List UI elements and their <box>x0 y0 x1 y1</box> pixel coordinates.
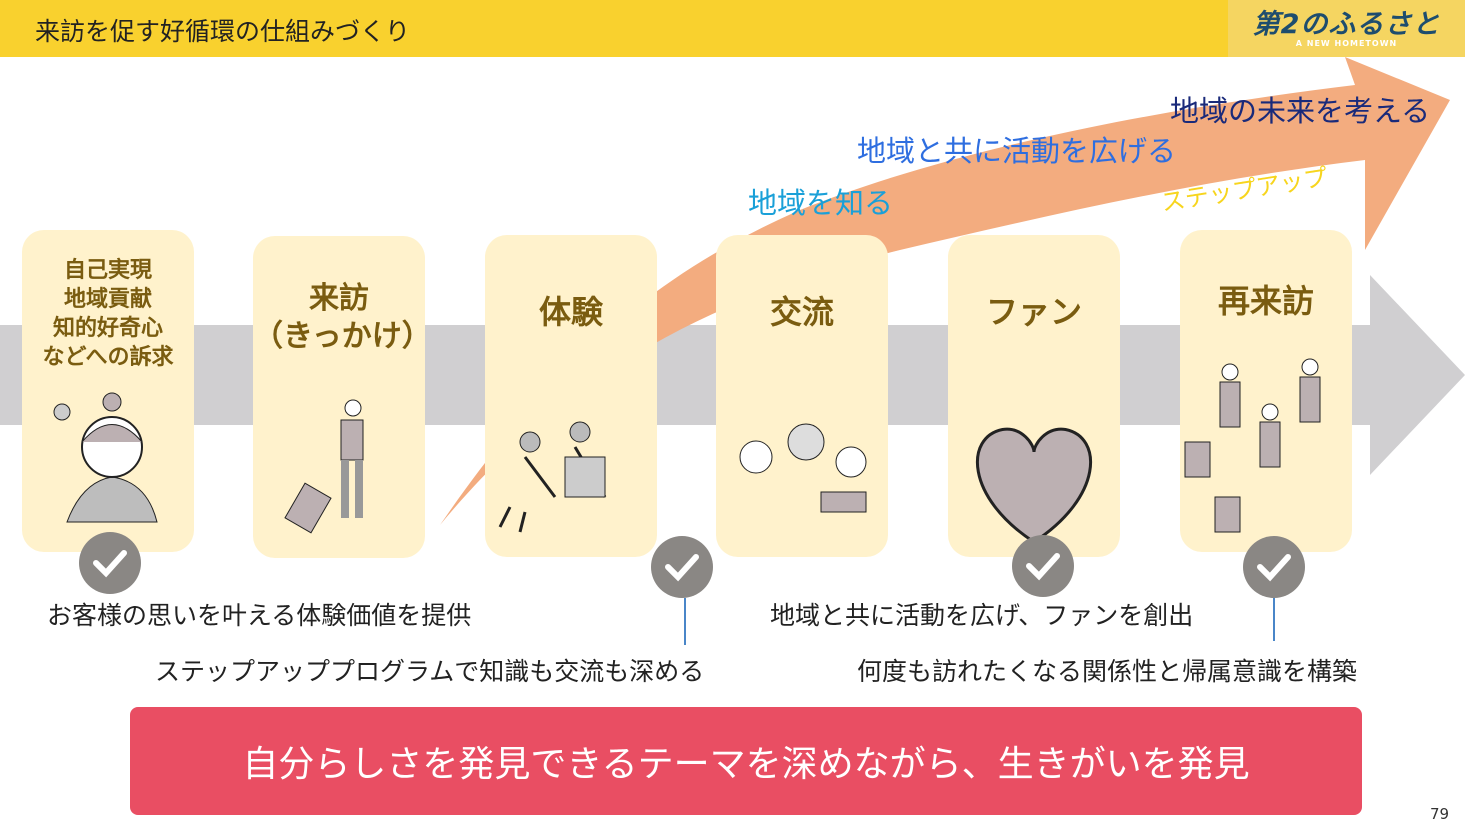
caption-stepup-program: ステップアッププログラムで知識も交流も深める <box>155 657 705 686</box>
logo: 第2のふるさと A NEW HOMETOWN <box>1228 0 1465 57</box>
caption-experience-value: お客様の思いを叶える体験価値を提供 <box>47 601 472 630</box>
check-icon <box>79 532 141 594</box>
logo-text: 第2のふるさと <box>1252 9 1441 40</box>
travelers-group-icon <box>1184 358 1321 533</box>
slide-title: 来訪を促す好循環の仕組みづくり <box>35 17 411 46</box>
summary-banner: 自分らしさを発見できるテーマを深めながら、生きがいを発見 <box>130 707 1362 815</box>
connector-line <box>1273 598 1275 641</box>
logo-subtext: A NEW HOMETOWN <box>1295 39 1398 48</box>
card-label: 体験 <box>538 293 603 331</box>
caption-create-fans: 地域と共に活動を広げ、ファンを創出 <box>770 601 1194 630</box>
card-label: 来訪 （きっかけ） <box>253 281 432 354</box>
heart-icon <box>975 427 1093 544</box>
woman-idea-icon <box>53 392 158 523</box>
card-self-realization: 自己実現 地域貢献 知的好奇心 などへの訴求 <box>22 230 194 552</box>
card-exchange: 交流 <box>716 235 888 557</box>
card-experience: 体験 <box>485 235 657 557</box>
card-label: 自己実現 地域貢献 知的好奇心 などへの訴求 <box>42 258 174 370</box>
connector-line <box>684 598 686 645</box>
traveler-icon <box>284 399 364 534</box>
card-label: ファン <box>985 293 1082 331</box>
card-label: 交流 <box>769 293 834 331</box>
caption-belonging: 何度も訪れたくなる関係性と帰属意識を構築 <box>857 657 1358 686</box>
orange-stepup-arrow <box>440 57 1450 525</box>
card-label: 再来訪 <box>1217 282 1314 320</box>
step-label-know: 地域を知る <box>748 186 894 220</box>
check-icon <box>1012 535 1074 597</box>
step-label-expand: 地域と共に活動を広げる <box>857 134 1177 168</box>
page-number: 79 <box>1430 805 1450 823</box>
step-label-future: 地域の未来を考える <box>1170 94 1431 128</box>
card-revisit: 再来訪 <box>1180 230 1352 552</box>
check-icon <box>651 536 713 598</box>
card-fan: ファン <box>948 235 1120 557</box>
farming-icon <box>498 421 607 533</box>
check-icon <box>1243 536 1305 598</box>
people-cheering-icon <box>739 423 867 513</box>
card-visit: 来訪 （きっかけ） <box>253 236 432 558</box>
header-bar <box>0 0 1465 57</box>
